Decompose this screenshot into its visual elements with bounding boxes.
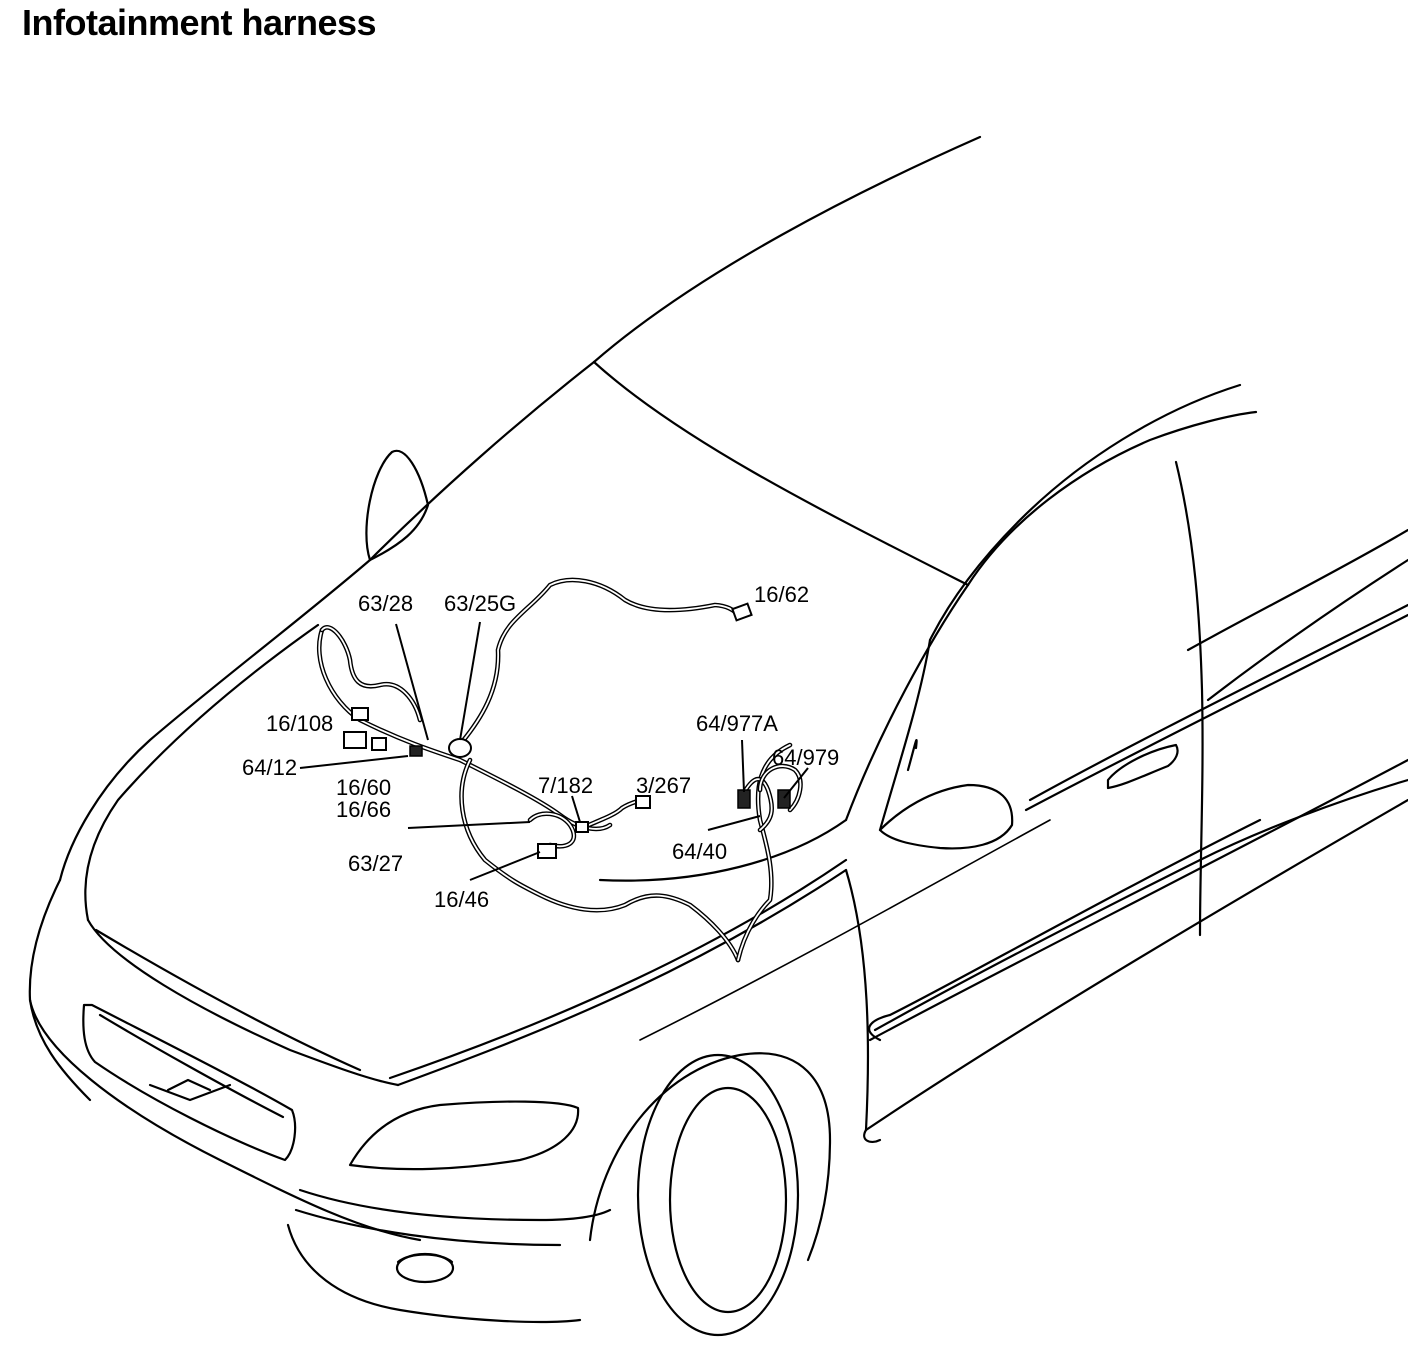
callout-16-108: 16/108 bbox=[266, 711, 333, 736]
callout-64-12: 64/12 bbox=[242, 755, 297, 780]
callout-63-27: 63/27 bbox=[348, 851, 403, 876]
callout-16-60: 16/60 bbox=[336, 775, 391, 800]
callout-16-46: 16/46 bbox=[434, 887, 489, 912]
callout-16-66: 16/66 bbox=[336, 797, 391, 822]
callout-63-28: 63/28 bbox=[358, 591, 413, 616]
callout-labels: 16/62 63/28 63/25G 16/108 64/12 16/60 16… bbox=[242, 582, 839, 912]
callout-3-267: 3/267 bbox=[636, 773, 691, 798]
callout-63-25g: 63/25G bbox=[444, 591, 516, 616]
leader-lines bbox=[299, 621, 809, 881]
callout-64-977a: 64/977A bbox=[696, 711, 778, 736]
callout-7-182: 7/182 bbox=[538, 773, 593, 798]
callout-64-979: 64/979 bbox=[772, 745, 839, 770]
harness-wires bbox=[316, 577, 803, 963]
callout-16-62: 16/62 bbox=[754, 582, 809, 607]
connectors bbox=[343, 602, 791, 859]
car-outline bbox=[28, 135, 1408, 1337]
page-title: Infotainment harness bbox=[22, 2, 377, 43]
callout-64-40: 64/40 bbox=[672, 839, 727, 864]
